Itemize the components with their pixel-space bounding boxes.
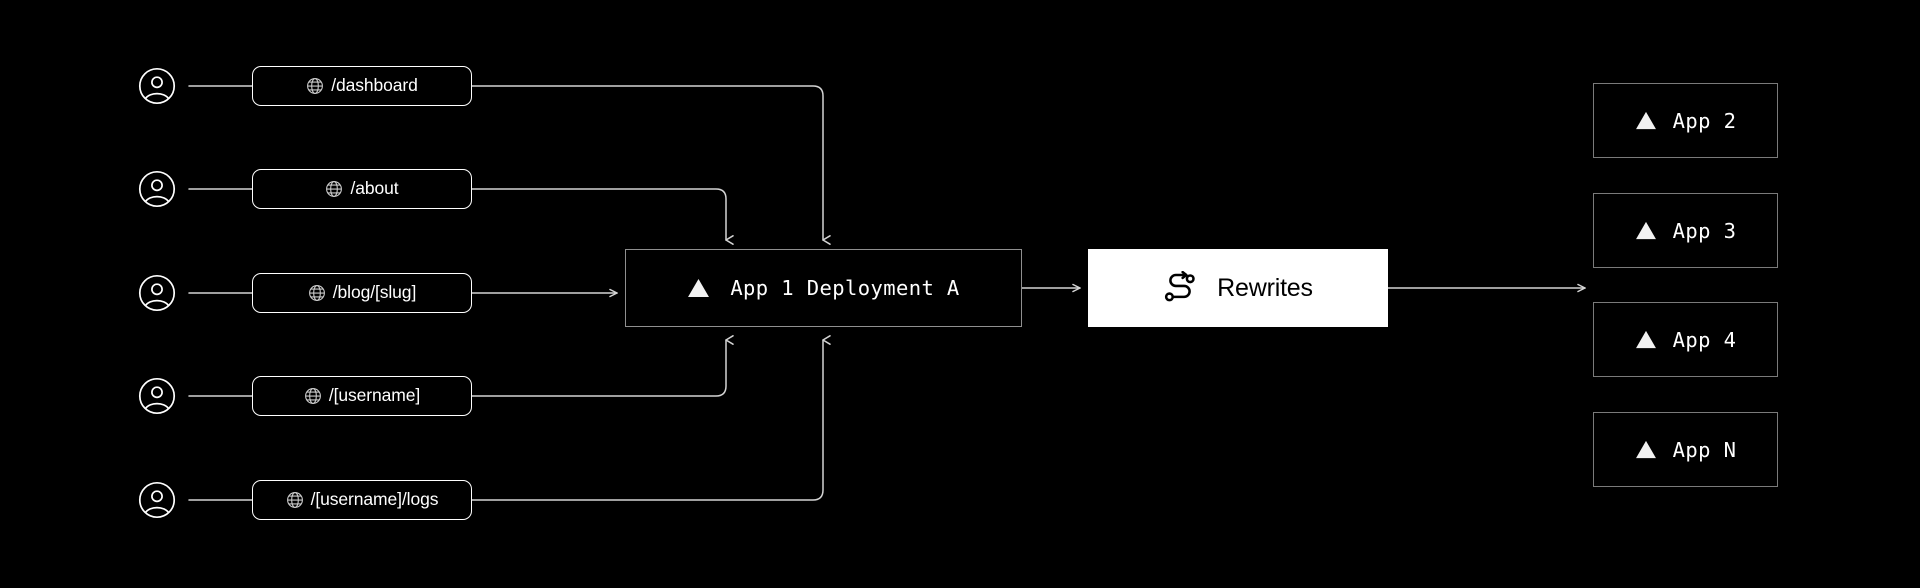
deployment-label: App 1 Deployment A <box>730 276 960 300</box>
vercel-triangle-icon <box>1635 440 1656 459</box>
user-avatar-icon <box>138 377 176 415</box>
user-avatar-icon <box>138 274 176 312</box>
app-box-4[interactable]: App 4 <box>1593 302 1778 377</box>
globe-icon <box>304 388 321 404</box>
deployment-box[interactable]: App 1 Deployment A <box>625 249 1022 327</box>
globe-icon <box>307 78 324 94</box>
globe-icon <box>326 181 343 197</box>
wire-about-to-deployment <box>471 188 734 245</box>
route-path-icon <box>1165 271 1195 302</box>
app-box-n[interactable]: App N <box>1593 412 1778 487</box>
route-label: /about <box>350 178 399 199</box>
app-label: App 4 <box>1672 327 1737 352</box>
user-avatar-icon <box>138 170 176 208</box>
vercel-triangle-icon <box>1635 330 1656 349</box>
globe-icon <box>308 285 325 301</box>
vercel-triangle-icon <box>688 278 710 298</box>
rewrites-box[interactable]: Rewrites <box>1088 249 1388 327</box>
app-label: App N <box>1672 437 1737 462</box>
route-label: /[username] <box>328 385 421 406</box>
vercel-triangle-icon <box>1635 221 1656 240</box>
route-pill-blog-slug[interactable]: /blog/[slug] <box>252 273 472 313</box>
route-label: /blog/[slug] <box>332 282 417 303</box>
wire-username-to-deployment <box>471 335 734 397</box>
route-pill-about[interactable]: /about <box>252 169 472 209</box>
wire-dashboard-to-deployment <box>471 85 831 245</box>
app-label: App 2 <box>1672 108 1737 133</box>
wire-username-logs-to-deployment <box>471 335 831 501</box>
vercel-triangle-icon <box>1635 111 1656 130</box>
user-avatar-icon <box>138 481 176 519</box>
app-box-2[interactable]: App 2 <box>1593 83 1778 158</box>
app-label: App 3 <box>1672 218 1737 243</box>
route-label: /dashboard <box>331 75 418 96</box>
user-avatar-icon <box>138 67 176 105</box>
rewrites-label: Rewrites <box>1217 273 1313 302</box>
app-box-3[interactable]: App 3 <box>1593 193 1778 268</box>
route-label: /[username]/logs <box>310 489 439 510</box>
route-pill-username[interactable]: /[username] <box>252 376 472 416</box>
globe-icon <box>286 492 303 508</box>
route-pill-username-logs[interactable]: /[username]/logs <box>252 480 472 520</box>
route-pill-dashboard[interactable]: /dashboard <box>252 66 472 106</box>
